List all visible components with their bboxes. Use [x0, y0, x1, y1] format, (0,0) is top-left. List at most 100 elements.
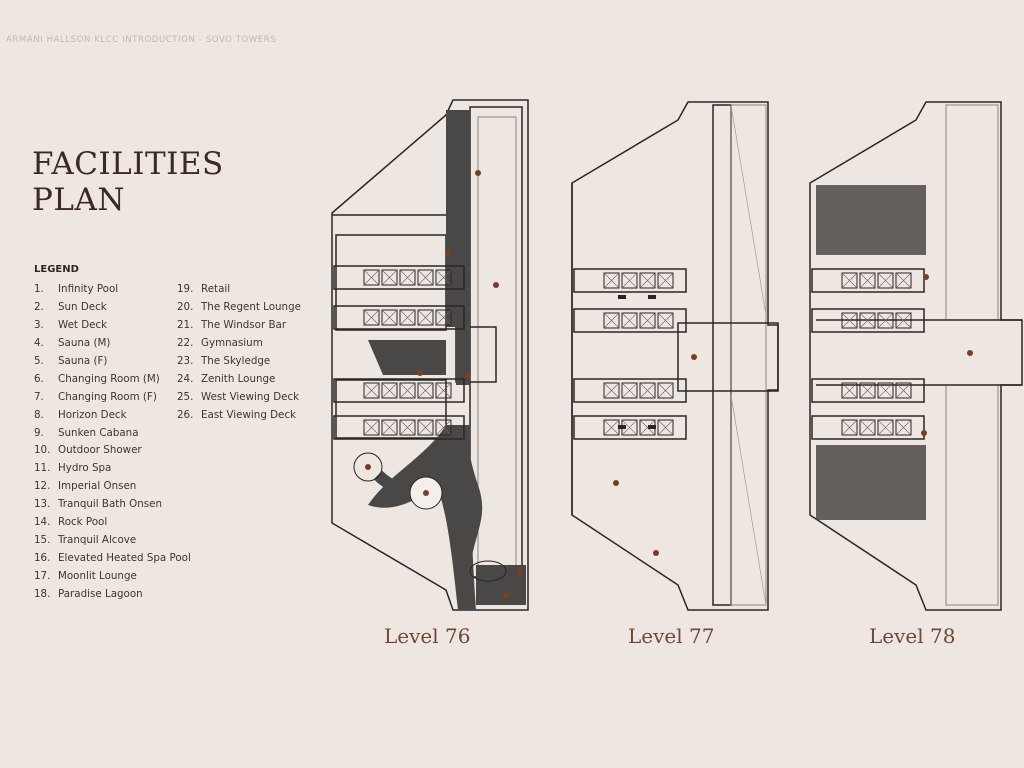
legend-item: 6.Changing Room (M): [34, 373, 191, 391]
lift-box: [435, 419, 452, 436]
lift-box: [399, 419, 416, 436]
legend-item-label: Zenith Lounge: [201, 372, 276, 385]
legend-item-number: 1.: [34, 283, 44, 295]
legend-item: 14.Rock Pool: [34, 516, 191, 534]
lift-box: [621, 382, 638, 399]
legend-item: 11. Hydro Spa: [34, 462, 191, 480]
lift-box: [435, 382, 452, 399]
lift-box: [639, 272, 656, 289]
lift-box: [895, 419, 912, 436]
legend-item: 25.West Viewing Deck: [177, 391, 301, 409]
legend-item-number: 23.: [177, 354, 194, 367]
legend-item: 19.Retail: [177, 283, 301, 301]
legend-item-label: Tranquil Bath Onsen: [58, 498, 162, 511]
legend-item-number: 17.: [34, 570, 51, 582]
legend-item-number: 11.: [34, 462, 51, 475]
legend-item: 2. Sun Deck: [34, 301, 191, 319]
legend-heading: LEGEND: [34, 264, 79, 275]
legend-item-number: 7.: [34, 390, 44, 403]
legend-item: 8. Horizon Deck: [34, 409, 191, 427]
legend-item-label: The Regent Lounge: [201, 300, 301, 313]
lift-box: [363, 269, 380, 286]
lift-box: [895, 382, 912, 399]
legend-item: 26. East Viewing Deck: [177, 409, 301, 427]
legend-item: 12. Imperial Onsen: [34, 480, 191, 498]
lift-box: [603, 272, 620, 289]
legend-item: 20.The Regent Lounge: [177, 301, 301, 319]
legend-item-number: 19.: [177, 283, 194, 295]
legend-item-label: The Windsor Bar: [201, 318, 287, 331]
legend-item-number: 3.: [34, 318, 44, 331]
lift-box: [363, 309, 380, 326]
legend-item: 10.Outdoor Shower: [34, 444, 191, 462]
legend-item-number: 26.: [177, 408, 194, 421]
legend-item-number: 5.: [34, 354, 44, 367]
lift-box: [381, 382, 398, 399]
lift-box: [399, 269, 416, 286]
lift-box: [657, 382, 674, 399]
level-76-label: Level 76: [384, 624, 471, 648]
legend-item-label: Horizon Deck: [58, 408, 127, 421]
legend-item-label: Imperial Onsen: [58, 480, 137, 493]
legend-item-label: Changing Room (M): [58, 372, 160, 385]
lift-box: [381, 269, 398, 286]
lift-box: [417, 382, 434, 399]
legend-item-number: 9.: [34, 426, 44, 439]
lift-box: [859, 419, 876, 436]
legend-item: 13. Tranquil Bath Onsen: [34, 498, 191, 516]
level-77-label: Level 77: [628, 624, 715, 648]
legend-item-number: 24.: [177, 372, 194, 385]
legend-item-number: 13.: [34, 498, 51, 511]
legend-item-label: Elevated Heated Spa Pool: [58, 552, 191, 565]
lift-box: [841, 419, 858, 436]
legend-item-label: Sun Deck: [58, 300, 107, 313]
legend-item: 1.Infinity Pool: [34, 283, 191, 301]
lift-box: [841, 382, 858, 399]
floor-plan-level-76: [331, 99, 529, 611]
legend-item-label: Sauna (F): [58, 354, 108, 367]
lift-box: [621, 272, 638, 289]
legend-item-number: 18.: [34, 587, 51, 600]
lift-box: [639, 312, 656, 329]
legend-item: 17. Moonlit Lounge: [34, 570, 191, 588]
legend-item: 7.Changing Room (F): [34, 391, 191, 409]
title-line-1: FACILITIES: [32, 146, 224, 182]
lift-box: [603, 312, 620, 329]
legend-item-label: Hydro Spa: [58, 462, 112, 475]
legend-item-label: Moonlit Lounge: [58, 570, 137, 582]
legend-item-number: 8.: [34, 408, 44, 421]
lift-box: [859, 312, 876, 329]
legend-item-number: 12.: [34, 480, 51, 493]
lift-box: [877, 272, 894, 289]
floor-plan-level-77: [571, 101, 779, 611]
lift-box: [417, 419, 434, 436]
legend-item-label: East Viewing Deck: [201, 408, 297, 421]
legend-item-number: 4.: [34, 336, 44, 349]
page-title: FACILITIES PLAN: [32, 146, 224, 218]
legend-item-label: The Skyledge: [201, 354, 271, 367]
legend-item-number: 2.: [34, 300, 44, 313]
legend-item: 3.Wet Deck: [34, 319, 191, 337]
lift-box: [399, 309, 416, 326]
lift-box: [381, 419, 398, 436]
legend-item-label: Sauna (M): [58, 336, 111, 349]
lift-box: [895, 272, 912, 289]
legend-item: 9.Sunken Cabana: [34, 427, 191, 445]
lift-box: [639, 382, 656, 399]
lift-box: [363, 419, 380, 436]
legend-item-label: Tranquil Alcove: [58, 534, 137, 547]
legend-item-label: Paradise Lagoon: [58, 587, 143, 600]
legend-item: 18. Paradise Lagoon: [34, 588, 191, 606]
legend-item-label: West Viewing Deck: [201, 390, 300, 403]
legend-item: 16.Elevated Heated Spa Pool: [34, 552, 191, 570]
legend-item-number: 22.: [177, 336, 194, 349]
lift-box: [859, 382, 876, 399]
lift-box: [657, 272, 674, 289]
legend-item-number: 10.: [34, 444, 51, 457]
lift-box: [435, 269, 452, 286]
legend-item: 4. Sauna (M): [34, 337, 191, 355]
legend-item: 5. Sauna (F): [34, 355, 191, 373]
legend-item: 24. Zenith Lounge: [177, 373, 301, 391]
lift-box: [435, 309, 452, 326]
